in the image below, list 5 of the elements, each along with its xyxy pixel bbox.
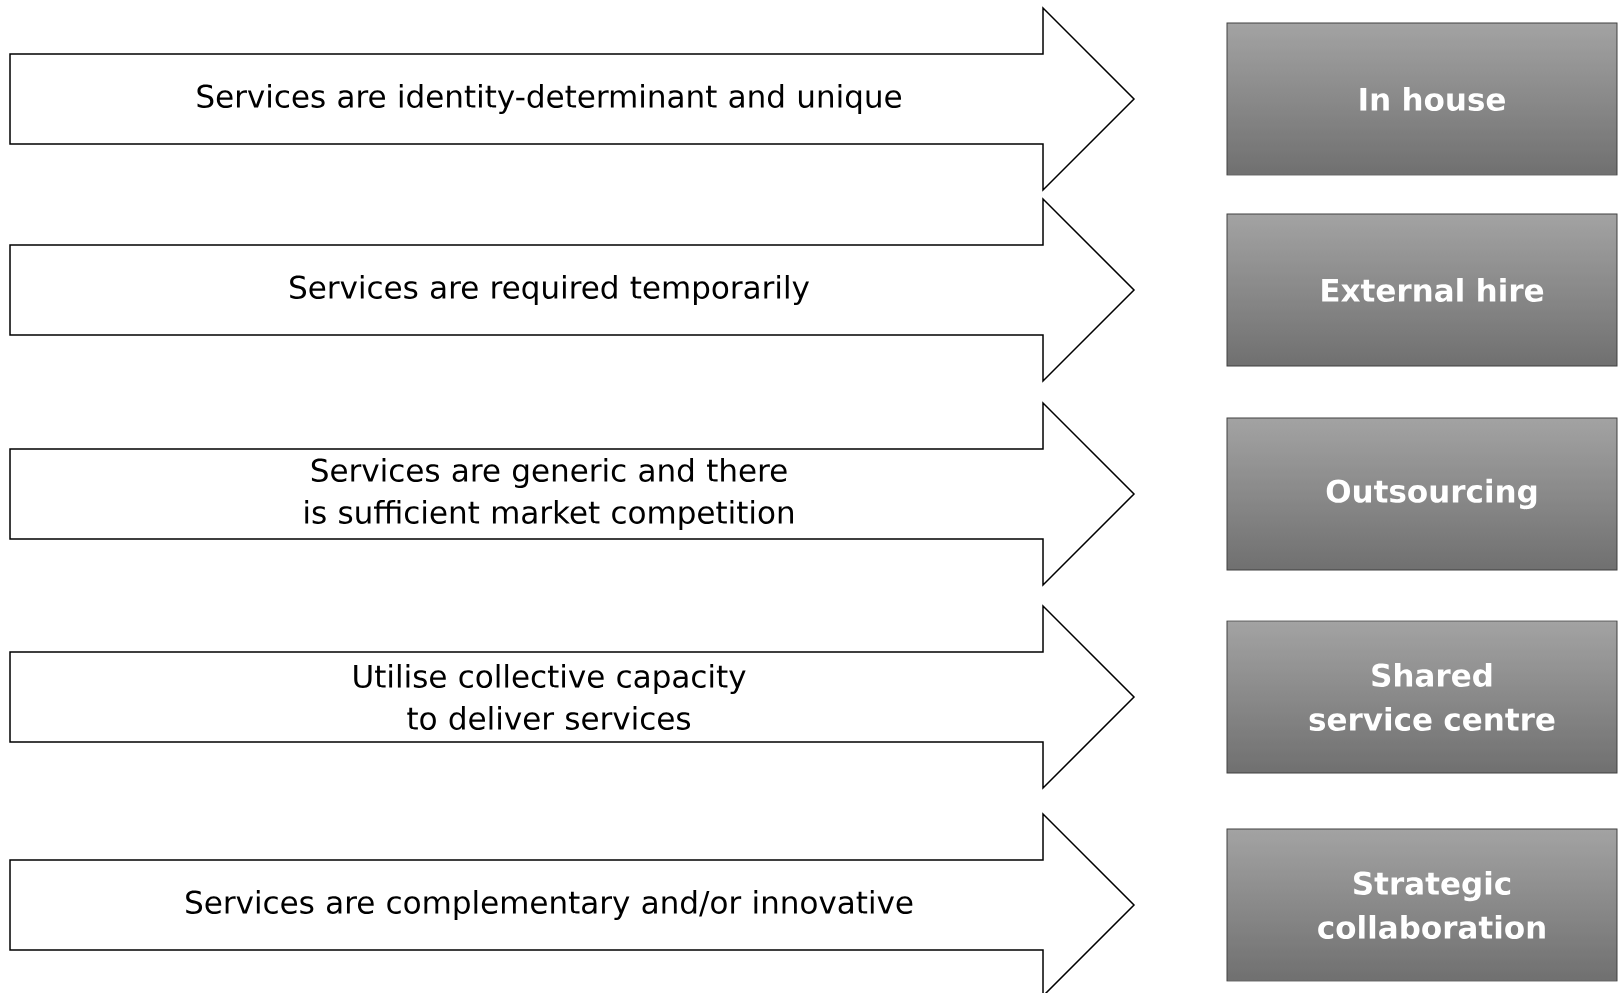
option-box: Outsourcing: [1226, 417, 1618, 571]
option-box: In house: [1226, 22, 1618, 176]
option-box: Shared service centre: [1226, 620, 1618, 774]
option-box: Strategic collaboration: [1226, 828, 1618, 982]
option-box: External hire: [1226, 213, 1618, 367]
